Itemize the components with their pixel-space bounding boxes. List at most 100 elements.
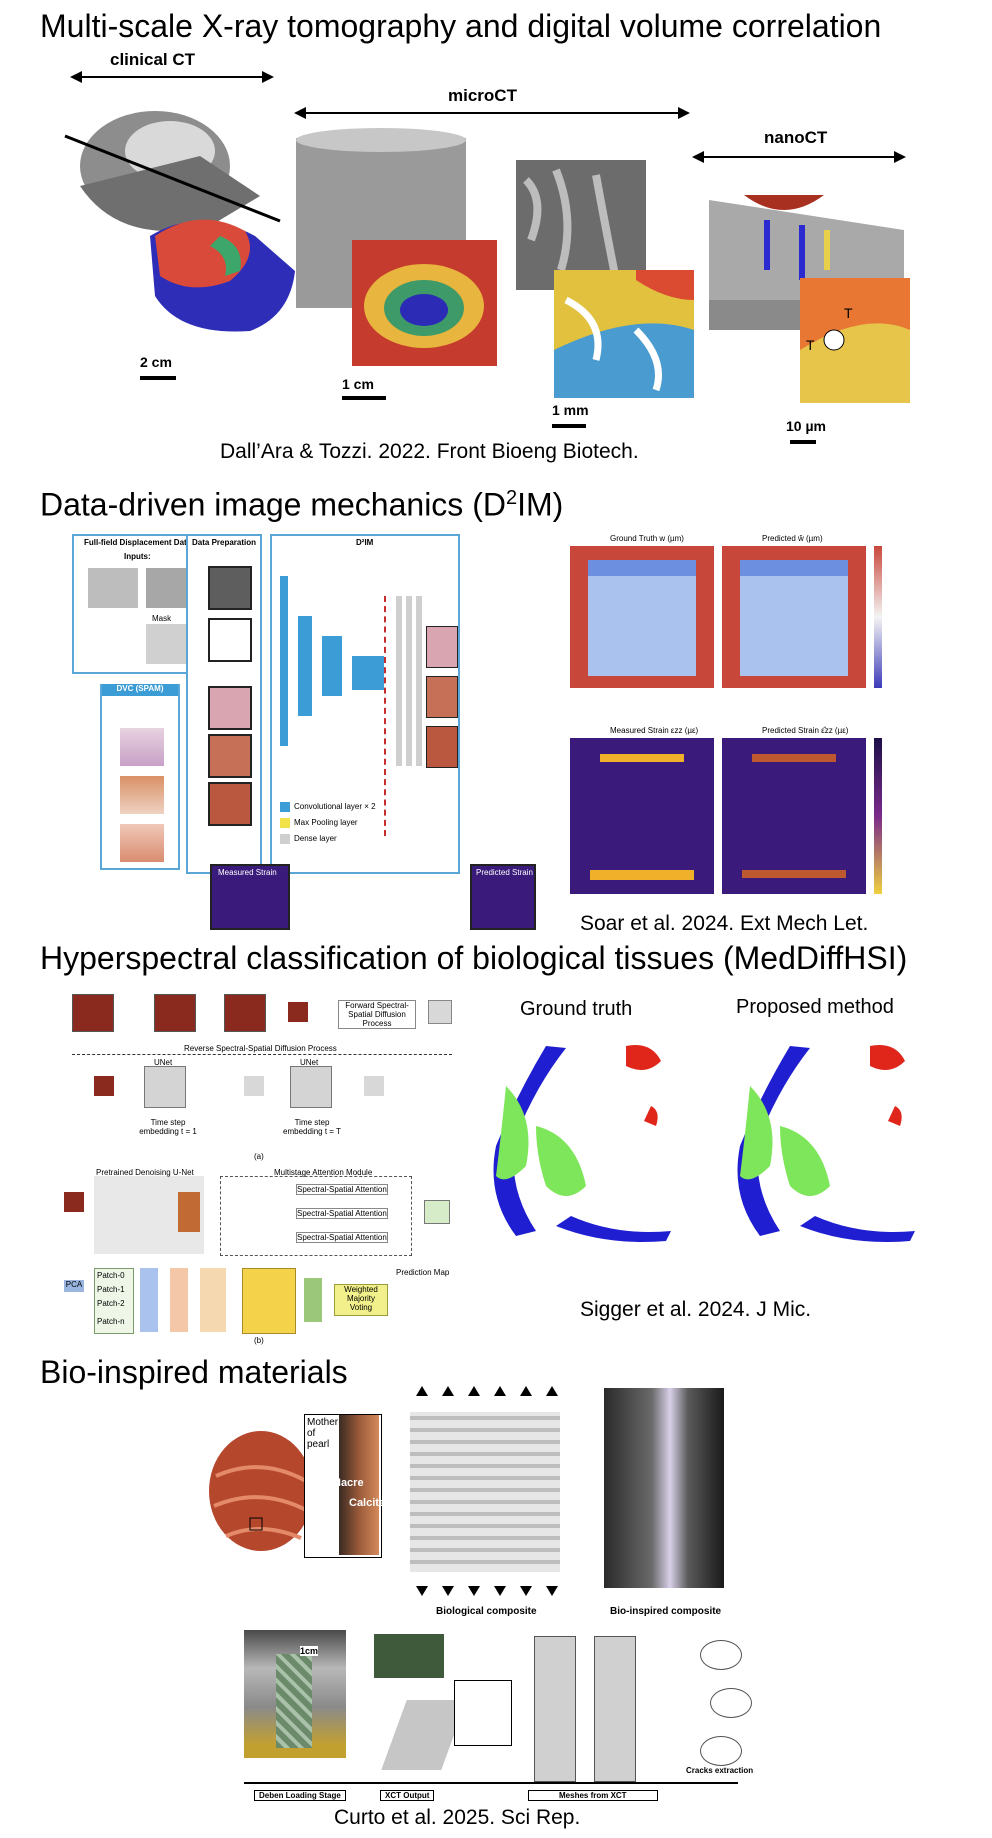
- conv-block-1: [280, 576, 288, 746]
- scalebar-1-label: 2 cm: [140, 354, 172, 370]
- legend-maxpool-label: Max Pooling layer: [294, 818, 358, 827]
- a-label: (a): [254, 1152, 264, 1161]
- dense-1: [396, 596, 402, 766]
- bioinspired-composite-label: Bio-inspired composite: [610, 1606, 722, 1617]
- xct-label: XCT Output: [380, 1790, 435, 1801]
- ts1-label: Time step embedding t = 1: [139, 1118, 197, 1136]
- inputs-label: Inputs:: [124, 552, 151, 561]
- nanoct-image: T T: [709, 195, 910, 403]
- input-images-stack: [208, 566, 252, 610]
- unet-2: [290, 1066, 332, 1108]
- pca-box: PCA: [64, 1280, 84, 1292]
- clinical-ct-arrow: [70, 71, 274, 83]
- x0-cube: [288, 1002, 308, 1022]
- clinical-ct-image: [64, 111, 295, 332]
- measured-strain-label: Measured Strain: [218, 868, 277, 877]
- prediction-label: Prediction Map: [396, 1268, 450, 1277]
- d2im-network-panel: D²IM Convolutional layer × 2 Max Pooling…: [270, 534, 460, 874]
- divider: [64, 1172, 464, 1174]
- section-title-meddiffhsi: Hyperspectral classification of biologic…: [40, 940, 908, 976]
- scalebar-1: [140, 376, 176, 380]
- unet-1-label: UNet: [154, 1058, 173, 1067]
- ground-truth-map: [493, 1045, 671, 1242]
- scalebar-3-label: 1 mm: [552, 402, 589, 418]
- deben-label: Deben Loading Stage: [254, 1790, 346, 1801]
- one-cm-label: 1cm: [300, 1646, 319, 1656]
- patch-1: Patch-1: [97, 1285, 125, 1294]
- dense-2: [406, 596, 412, 766]
- patch-0: Patch-0: [97, 1271, 125, 1280]
- clinical-ct-label: clinical CT: [110, 50, 196, 69]
- meas-strain-map: [570, 738, 714, 894]
- data-prep-panel: Data Preparation: [186, 534, 262, 874]
- full-field-label: Full-field Displacement Data: [84, 538, 192, 547]
- proposed-map: [737, 1045, 915, 1242]
- mother-of-pearl-label: Mother of pearl: [307, 1417, 339, 1450]
- microct-image-2: [516, 160, 694, 398]
- biological-composite-label: Biological composite: [436, 1606, 537, 1617]
- diffusion-features: [178, 1192, 200, 1232]
- citation-3: Sigger et al. 2024. J Mic.: [580, 1298, 812, 1321]
- section-title-d2im-end: IM): [517, 486, 564, 523]
- microct-image-1: [296, 128, 497, 366]
- positional-embedding: [200, 1268, 226, 1332]
- legend-dense-label: Dense layer: [294, 834, 337, 843]
- section-title-bioinspired: Bio-inspired materials: [40, 1354, 348, 1390]
- meddiffhsi-diagram: Forward Spectral-Spatial Diffusion Proce…: [64, 988, 464, 1345]
- bioinspired-composite-image: [604, 1388, 724, 1588]
- microct-arrow: [294, 107, 690, 119]
- legend-maxpool-swatch: [280, 818, 290, 828]
- pred-strain-map: [722, 738, 866, 894]
- data-prep-label: Data Preparation: [192, 538, 257, 547]
- section-title-multiscale: Multi-scale X-ray tomography and digital…: [40, 8, 882, 44]
- pred-w-title: Predicted ŵ (µm): [762, 534, 823, 543]
- meas-strain-title: Measured Strain εzz (µε): [610, 726, 699, 735]
- legend-conv-swatch: [280, 802, 290, 812]
- citation-1: Dall’Ara & Tozzi. 2022. Front Bioeng Bio…: [220, 440, 639, 463]
- unet-1: [144, 1066, 186, 1108]
- legend-conv-label: Convolutional layer × 2: [294, 802, 376, 811]
- gt-stack-w: [208, 782, 252, 826]
- patch-n: Patch-n: [97, 1317, 125, 1326]
- deben-stage-image: 1cm: [244, 1630, 346, 1758]
- multistage-label: Multistage Attention Module: [274, 1168, 373, 1177]
- linear-projection: [170, 1268, 188, 1332]
- conv-block-4: [352, 656, 384, 690]
- colorbar-displacement: [874, 546, 882, 688]
- mlp-head: [304, 1278, 322, 1322]
- conv-block-2: [298, 616, 312, 716]
- pretrained-label: Pretrained Denoising U-Net: [96, 1168, 194, 1177]
- gt-stack-u: [208, 686, 252, 730]
- scalebar-2: [342, 396, 386, 400]
- predicted-strain-label: Predicted Strain: [476, 868, 533, 877]
- multistage-box: [220, 1176, 412, 1256]
- xt-cube-2: [364, 1076, 384, 1096]
- gt-stack-v: [208, 734, 252, 778]
- section-title-d2im-main: Data-driven image mechanics (D: [40, 486, 506, 523]
- ssa-1: Spectral-Spatial Attention: [296, 1184, 388, 1195]
- bottom-arrows: [410, 1586, 560, 1596]
- flatten-line: [384, 596, 388, 836]
- xt-1-cube: [244, 1076, 264, 1096]
- hsi-cube-1: [72, 994, 114, 1032]
- microct-label: microCT: [448, 86, 517, 105]
- d2im-label: D²IM: [356, 538, 374, 547]
- dvc-label: DVC (SPAM): [102, 684, 178, 696]
- patch-2: Patch-2: [97, 1299, 125, 1308]
- xct-thumbnail: [374, 1634, 444, 1678]
- mesh-1: [534, 1636, 576, 1782]
- shell-image: [209, 1431, 313, 1551]
- reverse-label: Reverse Spectral-Spatial Diffusion Proce…: [184, 1044, 337, 1053]
- transformer-encoder: [242, 1268, 296, 1334]
- nacre-layer: [339, 1415, 379, 1555]
- gt-w-title: Ground Truth w (µm): [610, 534, 684, 543]
- section-title-d2im: Data-driven image mechanics (D2IM): [40, 480, 563, 523]
- hsi-cube-2: [154, 994, 196, 1032]
- x0-out-cube: [94, 1076, 114, 1096]
- cracks-extraction: [660, 1640, 752, 1770]
- pred-u-stack: [426, 626, 458, 668]
- pred-w-stack: [426, 726, 458, 768]
- specimen: [276, 1654, 312, 1748]
- wmv-box: Weighted Majority Voting: [334, 1284, 388, 1316]
